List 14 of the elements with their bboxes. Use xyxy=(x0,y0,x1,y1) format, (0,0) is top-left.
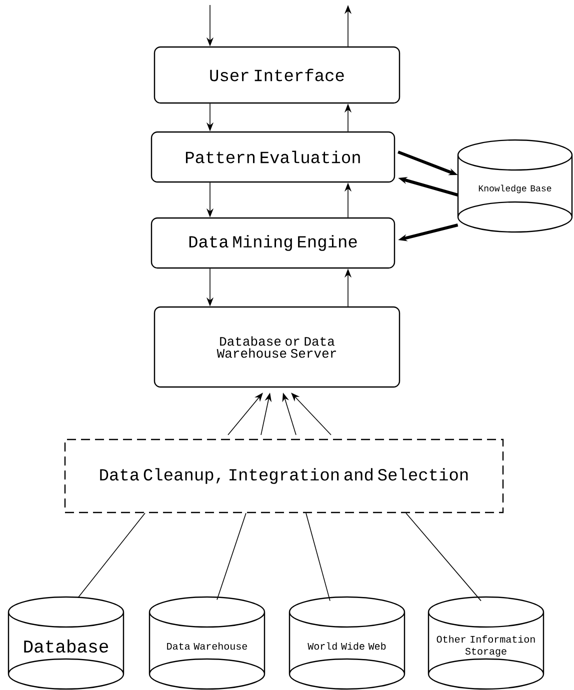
cylinder: Data Warehouse xyxy=(148,596,266,690)
process-box: User Interface xyxy=(154,46,400,104)
dashed-box: Data Cleanup, Integration and Selection xyxy=(64,438,504,514)
process-box: Pattern Evaluation xyxy=(150,131,396,183)
cylinder: Other Information Storage xyxy=(428,596,544,690)
connector-line xyxy=(78,512,146,598)
cylinder: Knowledge Base xyxy=(457,139,573,233)
process-box: Data Mining Engine xyxy=(150,217,396,269)
process-box: Database or Data Warehouse Server xyxy=(154,306,400,388)
connector-line xyxy=(216,512,246,600)
connector-line xyxy=(306,512,330,602)
connector-line xyxy=(406,512,482,602)
cylinder: Database xyxy=(8,596,124,690)
cylinder: World Wide Web xyxy=(288,596,406,690)
